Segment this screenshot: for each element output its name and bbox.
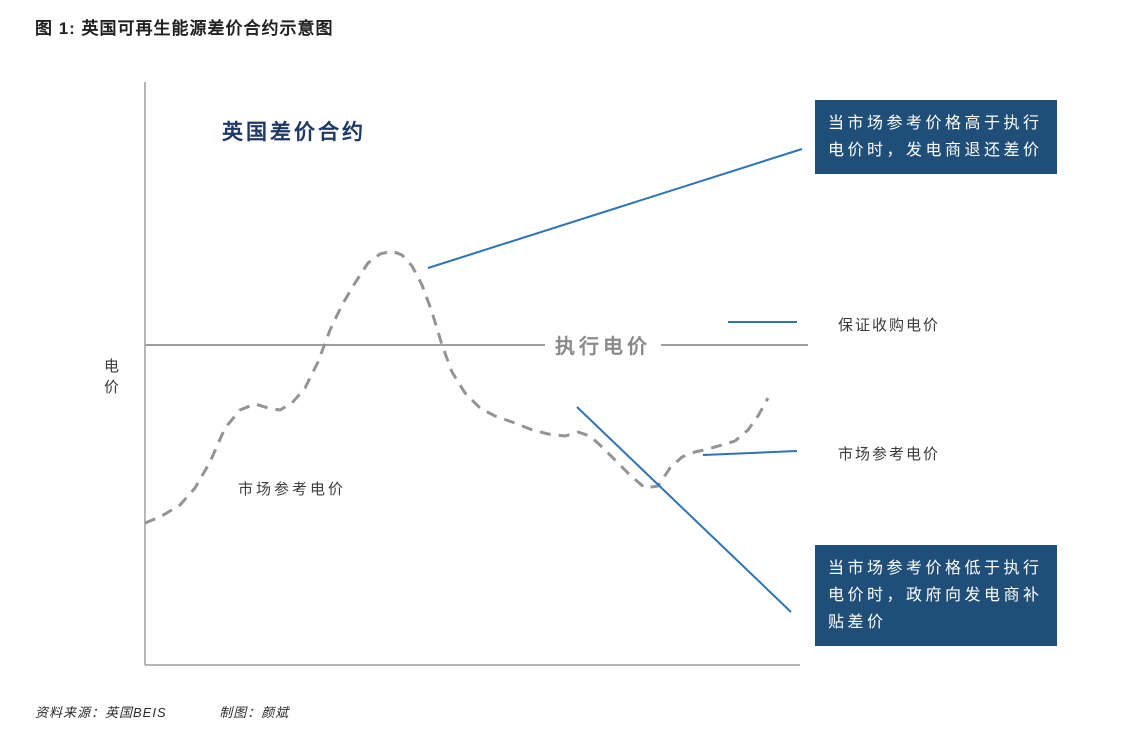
chart-title: 英国差价合约 [222, 121, 366, 144]
market-reference-price-label: 市场参考电价 [838, 446, 941, 463]
source-line: 资料来源：英国BEIS 制图：颜斌 [35, 702, 289, 721]
callout-government-subsidy: 当市场参考价格低于执行电价时，政府向发电商补贴差价 [815, 545, 1057, 646]
y-axis-label: 电价 [104, 358, 120, 396]
market-price-curve-label: 市场参考电价 [238, 481, 347, 498]
figure-title: 图 1: 英国可再生能源差价合约示意图 [35, 19, 334, 38]
strike-price-label: 执行电价 [545, 330, 661, 359]
callout-generator-refund: 当市场参考价格高于执行电价时，发电商退还差价 [815, 100, 1057, 174]
graphic-credit: 制图：颜斌 [219, 705, 290, 720]
guaranteed-price-label: 保证收购电价 [838, 317, 941, 334]
data-source: 资料来源：英国BEIS [35, 705, 167, 720]
